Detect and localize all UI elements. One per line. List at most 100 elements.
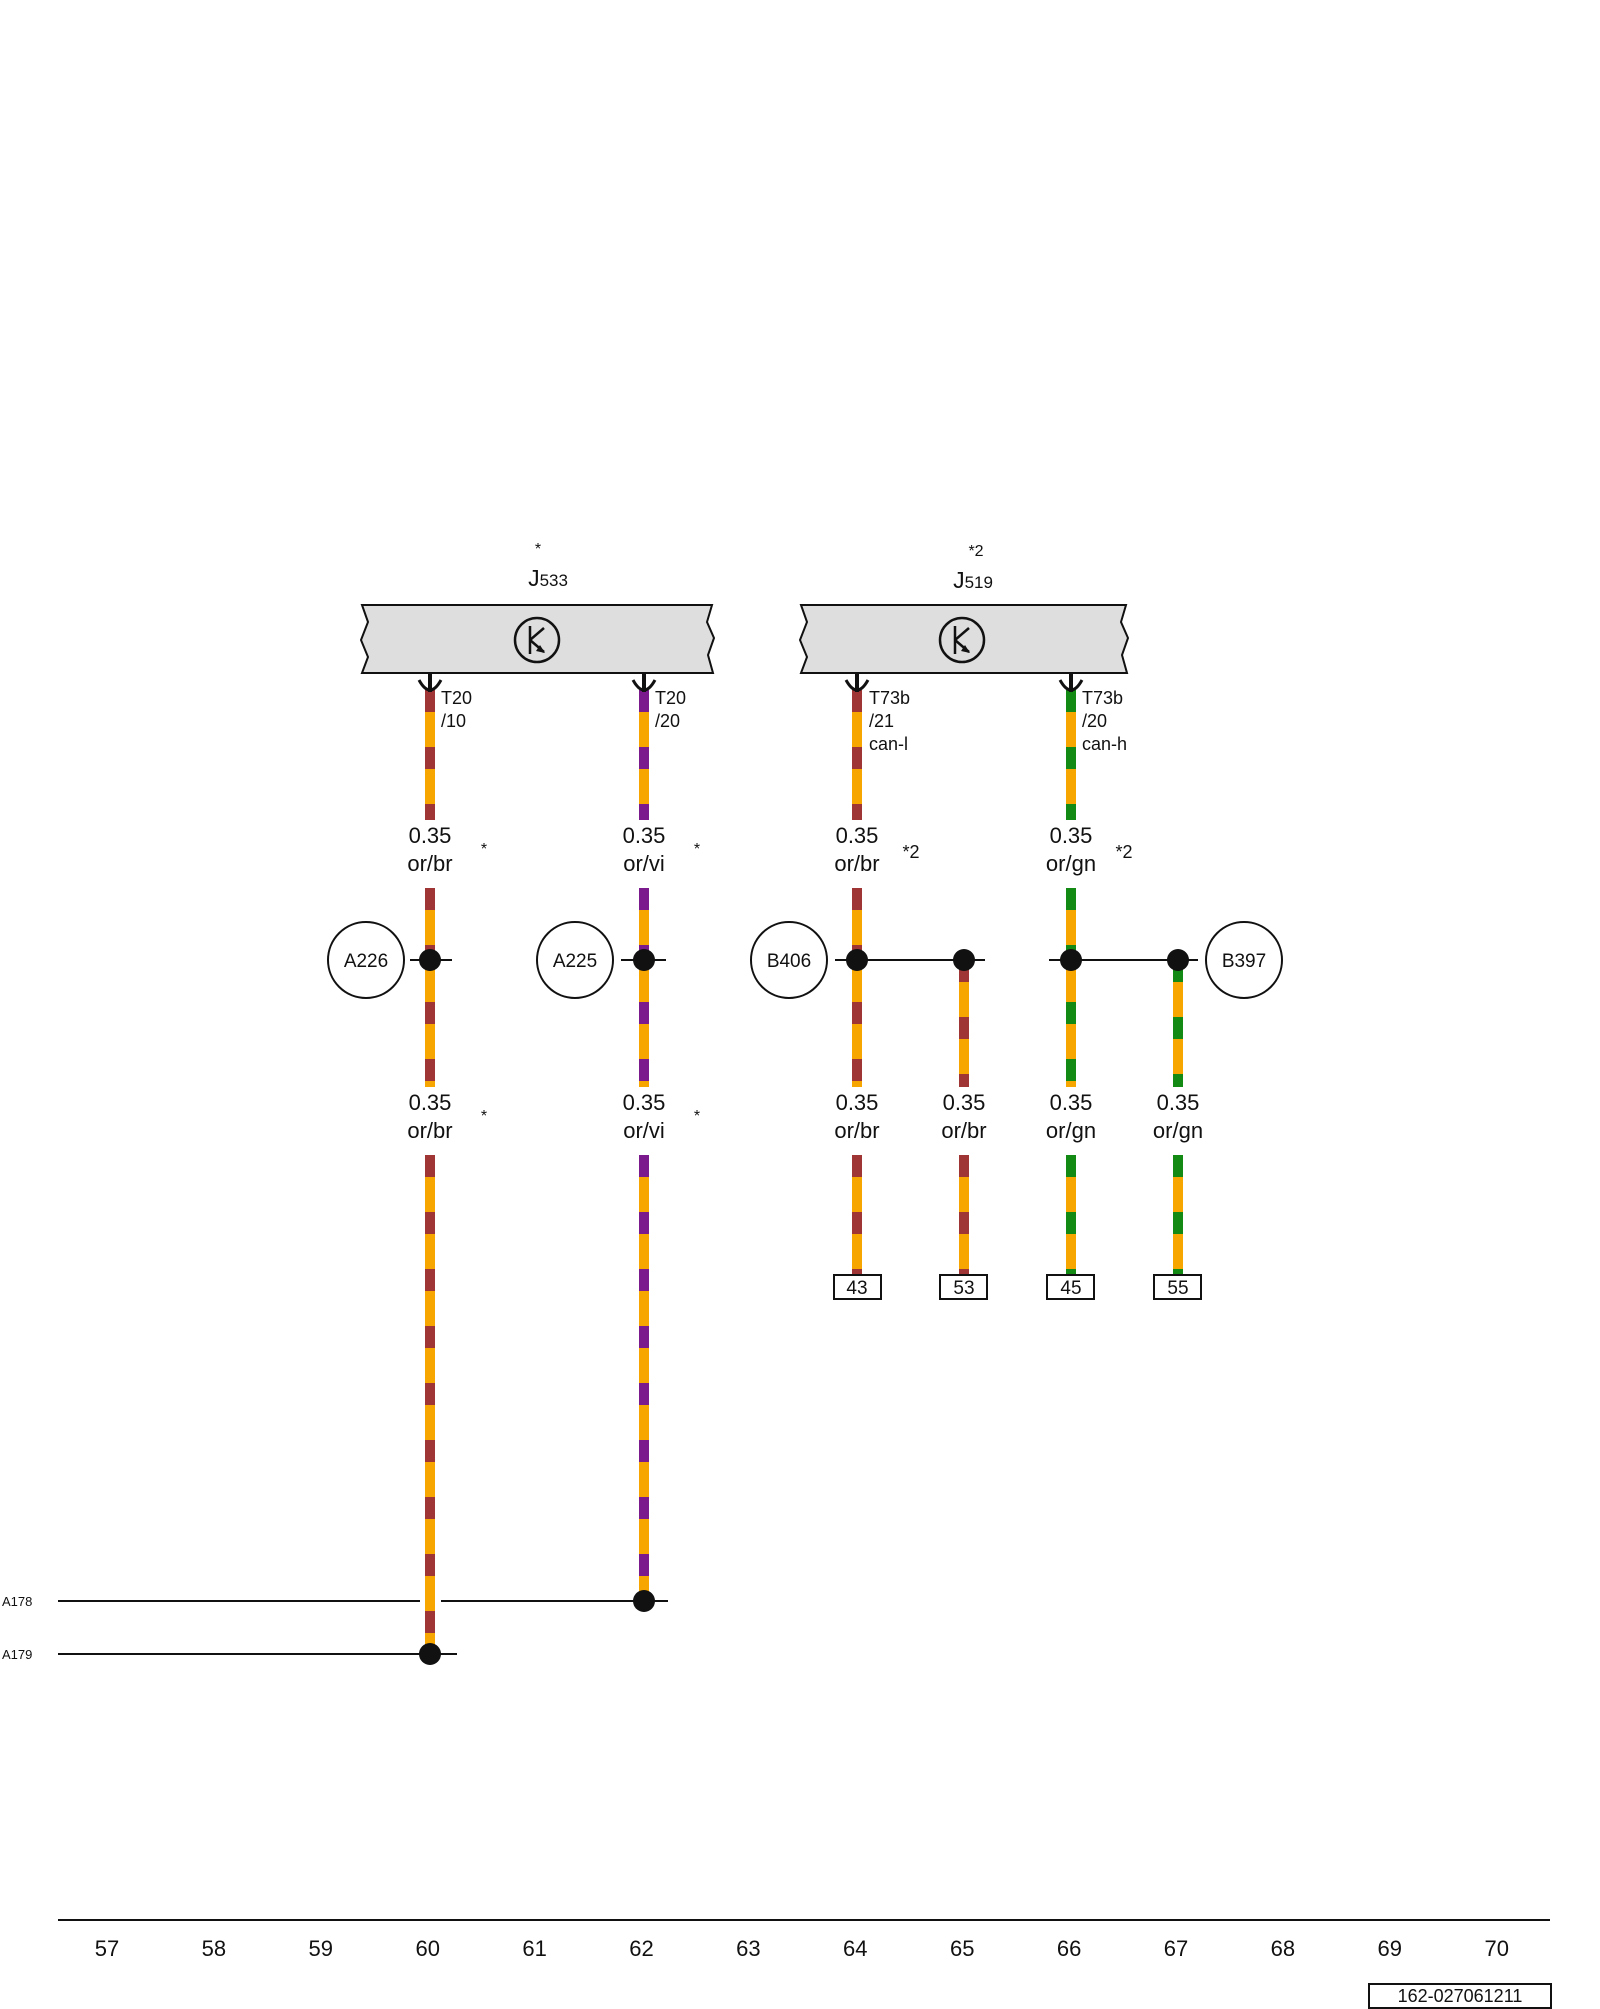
svg-text:B406: B406 bbox=[767, 951, 811, 972]
terminal-43: 43 bbox=[833, 1274, 882, 1300]
wires bbox=[425, 690, 1183, 1654]
ruler-number: 70 bbox=[1484, 1936, 1508, 1961]
svg-text:0.35: 0.35 bbox=[409, 1090, 452, 1115]
svg-text:can-l: can-l bbox=[869, 734, 908, 754]
module-box bbox=[798, 604, 1130, 674]
pin-label-t73b-21: T73b /21 can-l bbox=[869, 688, 910, 754]
splice-dot bbox=[846, 949, 868, 971]
wire-label-lower: 0.35 or/br * 0.35 or/vi * 0.35 or/br 0.3… bbox=[407, 1090, 1203, 1143]
svg-text:T73b: T73b bbox=[1082, 688, 1123, 708]
control-unit-j519: *2 J519 bbox=[798, 543, 1130, 674]
terminal-55: 55 bbox=[1153, 1274, 1202, 1300]
svg-text:or/gn: or/gn bbox=[1153, 1118, 1203, 1143]
ruler-number: 63 bbox=[736, 1936, 760, 1961]
svg-text:or/br: or/br bbox=[941, 1118, 986, 1143]
module-letter: J bbox=[953, 567, 965, 593]
svg-text:or/br: or/br bbox=[834, 851, 879, 876]
splice-dot bbox=[419, 1643, 441, 1665]
ruler-number: 69 bbox=[1378, 1936, 1402, 1961]
bus-line-a178: A178 bbox=[2, 1594, 668, 1609]
svg-text:*: * bbox=[481, 841, 487, 858]
module-note: *2 bbox=[968, 543, 983, 560]
splice-dot bbox=[1167, 949, 1189, 971]
pin-socket-icon bbox=[631, 674, 657, 692]
module-number: 519 bbox=[965, 573, 993, 592]
pin-socket-icon bbox=[417, 674, 443, 692]
svg-text:*: * bbox=[481, 1108, 487, 1125]
pin-sockets bbox=[417, 674, 1084, 692]
svg-text:0.35: 0.35 bbox=[1050, 1090, 1093, 1115]
module-number: 533 bbox=[540, 571, 568, 590]
transistor-icon bbox=[513, 616, 561, 664]
transistor-icon bbox=[938, 616, 986, 664]
ruler-number: 59 bbox=[309, 1936, 333, 1961]
splice-dot bbox=[1060, 949, 1082, 971]
svg-text:or/vi: or/vi bbox=[623, 1118, 665, 1143]
connection-b406: B406 bbox=[750, 921, 828, 999]
svg-text:0.35: 0.35 bbox=[836, 1090, 879, 1115]
svg-text:or/gn: or/gn bbox=[1046, 851, 1096, 876]
svg-text:55: 55 bbox=[1167, 1278, 1188, 1299]
module-letter: J bbox=[528, 565, 540, 591]
splice-dots bbox=[419, 949, 1189, 1665]
svg-text:*: * bbox=[694, 841, 700, 858]
document-number: 162-027061211 bbox=[1368, 1983, 1552, 2009]
svg-text:or/br: or/br bbox=[407, 1118, 452, 1143]
svg-text:T20: T20 bbox=[441, 688, 472, 708]
svg-text:/20: /20 bbox=[1082, 711, 1107, 731]
ruler-number: 57 bbox=[95, 1936, 119, 1961]
module-note: * bbox=[535, 541, 541, 558]
terminal-45: 45 bbox=[1046, 1274, 1095, 1300]
splice-dot bbox=[953, 949, 975, 971]
svg-text:43: 43 bbox=[846, 1278, 867, 1299]
svg-text:0.35: 0.35 bbox=[943, 1090, 986, 1115]
svg-text:0.35: 0.35 bbox=[1157, 1090, 1200, 1115]
terminal-53: 53 bbox=[939, 1274, 988, 1300]
svg-text:/10: /10 bbox=[441, 711, 466, 731]
svg-text:A225: A225 bbox=[553, 951, 597, 972]
pin-socket-icon bbox=[1058, 674, 1084, 692]
svg-text:or/gn: or/gn bbox=[1046, 1118, 1096, 1143]
module-label: J533 bbox=[528, 565, 568, 591]
module-label: J519 bbox=[953, 567, 993, 593]
svg-text:T73b: T73b bbox=[869, 688, 910, 708]
ruler-number: 62 bbox=[629, 1936, 653, 1961]
pin-label-t73b-20: T73b /20 can-h bbox=[1082, 688, 1127, 754]
ruler-number: 66 bbox=[1057, 1936, 1081, 1961]
svg-text:*: * bbox=[694, 1108, 700, 1125]
ruler-number: 67 bbox=[1164, 1936, 1188, 1961]
svg-text:or/vi: or/vi bbox=[623, 851, 665, 876]
svg-text:*2: *2 bbox=[1115, 842, 1132, 862]
svg-text:can-h: can-h bbox=[1082, 734, 1127, 754]
svg-text:A226: A226 bbox=[344, 951, 388, 972]
svg-text:/21: /21 bbox=[869, 711, 894, 731]
ruler-number: 64 bbox=[843, 1936, 867, 1961]
splice-dot bbox=[633, 949, 655, 971]
splice-dot bbox=[419, 949, 441, 971]
svg-text:or/br: or/br bbox=[834, 1118, 879, 1143]
svg-text:or/br: or/br bbox=[407, 851, 452, 876]
svg-text:T20: T20 bbox=[655, 688, 686, 708]
pin-label-t20-20: T20 /20 bbox=[655, 688, 686, 731]
ruler-number: 61 bbox=[522, 1936, 546, 1961]
connection-a226: A226 bbox=[327, 921, 405, 999]
splice-dot bbox=[633, 1590, 655, 1612]
svg-text:0.35: 0.35 bbox=[623, 823, 666, 848]
control-unit-j533: * J533 bbox=[359, 541, 716, 674]
svg-text:A178: A178 bbox=[2, 1594, 32, 1609]
connection-a225: A225 bbox=[536, 921, 614, 999]
wire-label-upper: 0.35 or/br * 0.35 or/vi * 0.35 or/br *2 … bbox=[407, 823, 1132, 876]
svg-text:0.35: 0.35 bbox=[409, 823, 452, 848]
ruler-number: 58 bbox=[202, 1936, 226, 1961]
pin-socket-icon bbox=[844, 674, 870, 692]
connection-b397: B397 bbox=[1205, 921, 1283, 999]
svg-text:*2: *2 bbox=[902, 842, 919, 862]
svg-text:53: 53 bbox=[953, 1278, 974, 1299]
pin-label-t20-10: T20 /10 bbox=[441, 688, 472, 731]
svg-text:B397: B397 bbox=[1222, 951, 1266, 972]
svg-text:A179: A179 bbox=[2, 1647, 32, 1662]
svg-text:0.35: 0.35 bbox=[623, 1090, 666, 1115]
ruler-number: 68 bbox=[1271, 1936, 1295, 1961]
